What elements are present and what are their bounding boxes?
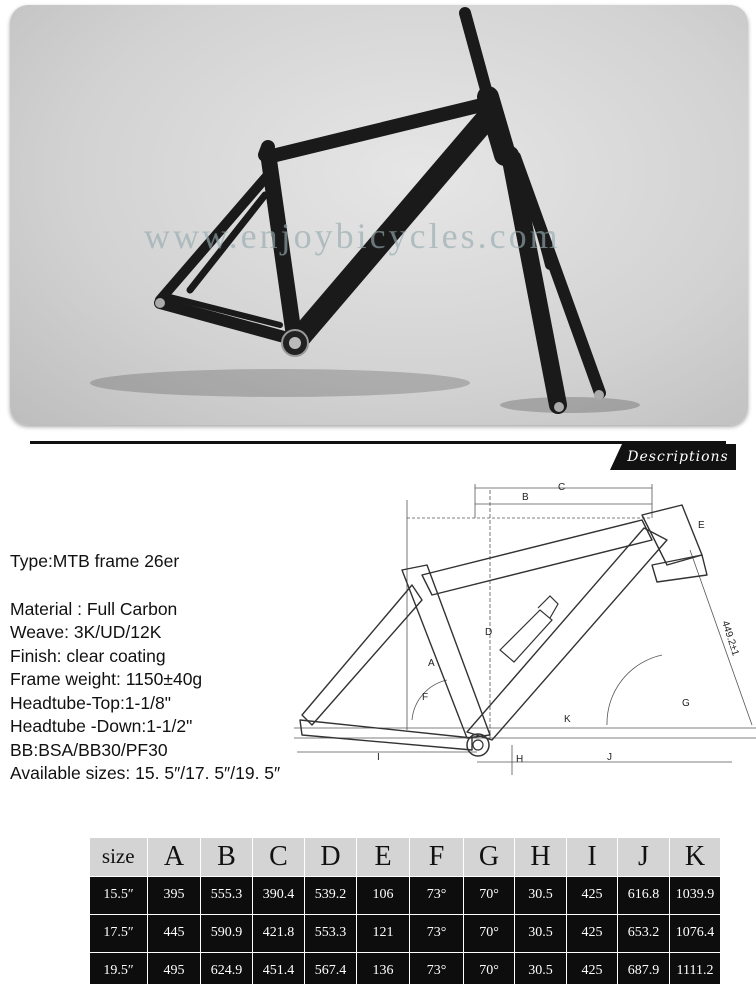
table-cell: 30.5 bbox=[514, 875, 567, 915]
dim-label-c: C bbox=[558, 482, 565, 493]
header-d: D bbox=[304, 838, 357, 876]
table-row: 19.5″ 495 624.9 451.4 567.4 136 73° 70° … bbox=[89, 951, 721, 984]
dim-label-a: A bbox=[428, 658, 435, 669]
table-cell: 539.2 bbox=[304, 875, 357, 915]
table-cell: 425 bbox=[566, 913, 618, 953]
geometry-diagram: C B E D A F G K H I J 449.2±1 bbox=[294, 482, 756, 775]
header-b: B bbox=[200, 838, 253, 876]
dim-label-b: B bbox=[522, 492, 529, 503]
header-e: E bbox=[356, 838, 410, 876]
table-cell: 73° bbox=[409, 875, 464, 915]
header-k: K bbox=[669, 838, 721, 876]
table-cell: 1039.9 bbox=[669, 875, 721, 915]
header-a: A bbox=[147, 838, 201, 876]
dim-label-j: J bbox=[607, 752, 612, 763]
table-cell: 624.9 bbox=[200, 951, 253, 984]
spec-finish: Finish: clear coating bbox=[10, 645, 166, 666]
table-cell: 1111.2 bbox=[669, 951, 721, 984]
spec-weave: Weave: 3K/UD/12K bbox=[10, 622, 162, 642]
table-header-row: size A B C D E F G H I J K bbox=[89, 838, 721, 876]
table-cell: 445 bbox=[147, 913, 201, 953]
table-cell: 15.5″ bbox=[89, 875, 148, 915]
table-cell: 687.9 bbox=[617, 951, 670, 984]
dim-label-g: G bbox=[682, 698, 690, 709]
size-geometry-table: size A B C D E F G H I J K 15.5″ 395 555… bbox=[89, 838, 721, 984]
descriptions-tab: Descriptions bbox=[610, 444, 736, 470]
table-cell: 451.4 bbox=[252, 951, 305, 984]
table-cell: 121 bbox=[356, 913, 410, 953]
spec-material: Material : Full Carbon bbox=[10, 598, 178, 619]
spec-bb: BB:BSA/BB30/PF30 bbox=[10, 739, 168, 760]
header-h: H bbox=[514, 838, 567, 876]
table-row: 15.5″ 395 555.3 390.4 539.2 106 73° 70° … bbox=[89, 875, 721, 915]
spec-headtube-top: Headtube-Top:1-1/8" bbox=[10, 692, 171, 713]
spec-list: Type:MTB frame 26er Material : Full Carb… bbox=[10, 550, 290, 786]
header-j: J bbox=[617, 838, 670, 876]
table-cell: 567.4 bbox=[304, 951, 357, 984]
table-cell: 17.5″ bbox=[89, 913, 148, 953]
header-c: C bbox=[252, 838, 305, 876]
watermark-text: www.enjoybicycles.com bbox=[144, 216, 561, 256]
table-cell: 106 bbox=[356, 875, 410, 915]
dim-label-f: F bbox=[422, 692, 428, 703]
dim-label-i: I bbox=[377, 752, 380, 763]
table-cell: 70° bbox=[463, 913, 515, 953]
table-cell: 19.5″ bbox=[89, 951, 148, 984]
table-cell: 73° bbox=[409, 951, 464, 984]
section-divider bbox=[30, 441, 726, 444]
header-f: F bbox=[409, 838, 464, 876]
spec-headtube-down: Headtube -Down:1-1/2" bbox=[10, 716, 193, 736]
table-cell: 653.2 bbox=[617, 913, 670, 953]
table-cell: 555.3 bbox=[200, 875, 253, 915]
table-cell: 590.9 bbox=[200, 913, 253, 953]
table-cell: 70° bbox=[463, 951, 515, 984]
table-cell: 30.5 bbox=[514, 913, 567, 953]
water-bottle-icon bbox=[499, 595, 559, 663]
dim-label-k: K bbox=[564, 714, 571, 725]
spec-weight: Frame weight: 1150±40g bbox=[10, 669, 203, 689]
table-cell: 495 bbox=[147, 951, 201, 984]
dim-label-h: H bbox=[516, 754, 523, 765]
table-cell: 553.3 bbox=[304, 913, 357, 953]
table-row: 17.5″ 445 590.9 421.8 553.3 121 73° 70° … bbox=[89, 913, 721, 953]
dim-label-fork-length: 449.2±1 bbox=[719, 620, 741, 658]
dim-label-d: D bbox=[485, 627, 492, 638]
table-cell: 421.8 bbox=[252, 913, 305, 953]
table-cell: 616.8 bbox=[617, 875, 670, 915]
product-photo: www.enjoybicycles.com bbox=[10, 5, 748, 425]
carbon-frame-illustration bbox=[90, 7, 640, 414]
table-cell: 425 bbox=[566, 875, 618, 915]
table-cell: 30.5 bbox=[514, 951, 567, 984]
header-g: G bbox=[463, 838, 515, 876]
dim-label-e: E bbox=[698, 520, 705, 531]
table-cell: 395 bbox=[147, 875, 201, 915]
table-cell: 1076.4 bbox=[669, 913, 721, 953]
table-cell: 425 bbox=[566, 951, 618, 984]
table-cell: 73° bbox=[409, 913, 464, 953]
table-cell: 390.4 bbox=[252, 875, 305, 915]
spec-sizes: Available sizes: 15. 5″/17. 5″/19. 5″ bbox=[10, 763, 281, 783]
header-size: size bbox=[89, 838, 148, 876]
spec-type: Type:MTB frame 26er bbox=[10, 551, 180, 571]
table-cell: 136 bbox=[356, 951, 410, 984]
table-cell: 70° bbox=[463, 875, 515, 915]
header-i: I bbox=[566, 838, 618, 876]
